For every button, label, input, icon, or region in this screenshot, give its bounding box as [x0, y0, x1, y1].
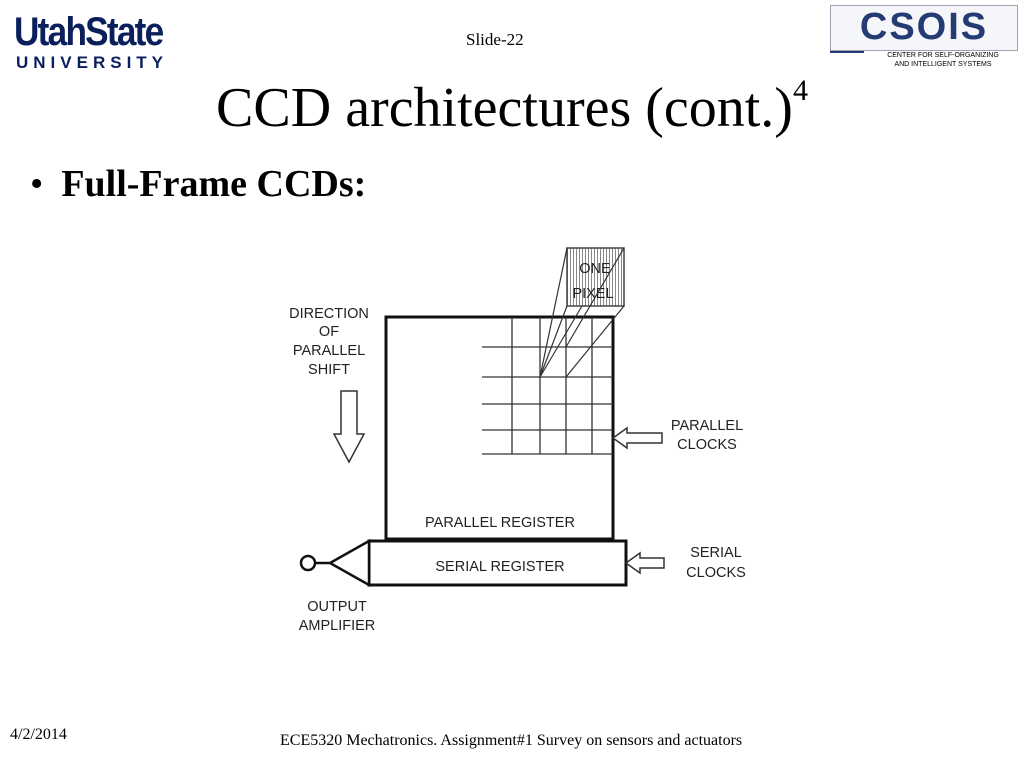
serial-register-label: SERIAL REGISTER	[435, 559, 564, 575]
csois-subtitle-line-1: CENTER FOR SELF-ORGANIZING	[887, 52, 999, 59]
logo-wordmark: UtahState	[14, 10, 164, 54]
serial-clocks-label-line-2: CLOCKS	[686, 565, 746, 581]
csois-logo: CSOIS CENTER FOR SELF-ORGANIZING AND INT…	[830, 5, 1018, 71]
parallel-clocks-label-line-2: CLOCKS	[677, 437, 737, 453]
output-amplifier-symbol	[327, 538, 371, 588]
bullet-point: • Full-Frame CCDs:	[30, 160, 366, 208]
parallel-clocks-arrow	[611, 426, 663, 450]
direction-label-line-2: OF	[319, 324, 339, 340]
pixel-leader-lines	[539, 247, 625, 378]
slide-title: CCD architectures (cont.)4	[0, 74, 1024, 142]
direction-label-line-1: DIRECTION	[289, 306, 369, 322]
title-reference-superscript: 4	[792, 74, 808, 107]
parallel-register-area	[384, 315, 615, 541]
csois-logo-frame	[830, 5, 1018, 51]
full-frame-ccd-diagram: ONE PIXEL DIRECTION OF PARALLEL SHIFT PA…	[289, 247, 746, 634]
logo-subtitle: UNIVERSITY	[16, 53, 169, 72]
csois-subtitle-line-2: AND INTELLIGENT SYSTEMS	[894, 61, 992, 68]
parallel-register-label: PARALLEL REGISTER	[425, 515, 575, 531]
output-terminal-icon	[299, 554, 317, 572]
direction-label-line-4: SHIFT	[308, 362, 350, 378]
serial-clocks-arrow	[624, 551, 665, 575]
parallel-shift-arrow	[332, 390, 366, 464]
bullet-text: Full-Frame CCDs:	[61, 163, 367, 205]
slide-title-text: CCD architectures (cont.)	[216, 77, 793, 139]
slide-number: Slide-22	[466, 30, 524, 49]
one-label: ONE	[579, 261, 611, 277]
pixel-grid	[482, 317, 613, 455]
csois-subtitle: CENTER FOR SELF-ORGANIZING AND INTELLIGE…	[868, 51, 1018, 69]
pixel-label: PIXEL	[572, 286, 613, 302]
footer-date: 4/2/2014	[10, 726, 67, 743]
serial-clocks-label-line-1: SERIAL	[690, 545, 742, 561]
utah-state-logo: UtahState UNIVERSITY	[14, 12, 204, 74]
output-amplifier-label-line-2: AMPLIFIER	[299, 618, 376, 634]
bullet-symbol: •	[30, 163, 44, 205]
footer-course-text: ECE5320 Mechatronics. Assignment#1 Surve…	[280, 732, 743, 749]
output-amplifier-label-line-1: OUTPUT	[307, 599, 367, 615]
csois-wordmark: CSOIS	[859, 6, 989, 48]
parallel-clocks-label-line-1: PARALLEL	[671, 418, 743, 434]
csois-accent-line	[830, 51, 864, 53]
direction-label-line-3: PARALLEL	[293, 343, 365, 359]
